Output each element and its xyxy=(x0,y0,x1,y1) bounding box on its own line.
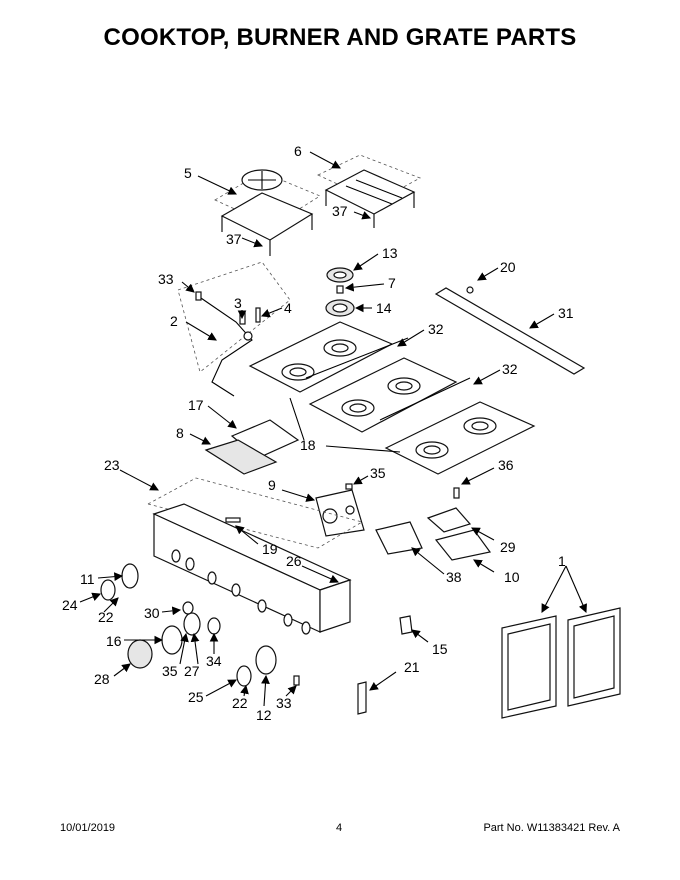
callout-labels: 5 6 37 37 13 7 14 33 2 3 4 20 31 32 32 1… xyxy=(62,143,574,723)
grate-right xyxy=(317,154,421,228)
callout-28: 28 xyxy=(94,671,110,687)
callout-26: 26 xyxy=(286,553,302,569)
callout-38: 38 xyxy=(446,569,462,585)
callout-32-top: 32 xyxy=(428,321,444,337)
control-panel xyxy=(146,477,364,635)
callout-34: 34 xyxy=(206,653,222,669)
clip-part xyxy=(399,615,413,635)
callout-17: 17 xyxy=(188,397,204,413)
knob-right xyxy=(236,645,300,687)
callout-3: 3 xyxy=(234,295,242,311)
callout-18: 18 xyxy=(300,437,316,453)
callout-16: 16 xyxy=(106,633,122,649)
callout-1: 1 xyxy=(558,553,566,569)
callout-9: 9 xyxy=(268,477,276,493)
footer-page-number: 4 xyxy=(336,822,343,834)
callout-21: 21 xyxy=(404,659,420,675)
callout-37-right: 37 xyxy=(332,203,348,219)
callout-4: 4 xyxy=(284,300,292,316)
pan-trim-strip-2 xyxy=(379,377,471,421)
callout-35-left: 35 xyxy=(162,663,178,679)
page-title: COOKTOP, BURNER AND GRATE PARTS xyxy=(103,24,577,51)
callout-23: 23 xyxy=(104,457,120,473)
cooktop-pan-middle xyxy=(308,357,458,433)
side-panels xyxy=(501,607,621,719)
callout-15: 15 xyxy=(432,641,448,657)
callout-19: 19 xyxy=(262,541,278,557)
callout-33-top: 33 xyxy=(158,271,174,287)
callout-30: 30 xyxy=(144,605,160,621)
callout-36: 36 xyxy=(498,457,514,473)
callout-22-right: 22 xyxy=(232,695,248,711)
bracket-parts xyxy=(345,483,492,561)
grate-left xyxy=(214,169,321,256)
callout-24: 24 xyxy=(62,597,78,613)
callout-7: 7 xyxy=(388,275,396,291)
callout-29: 29 xyxy=(500,539,516,555)
gas-valve xyxy=(315,489,365,537)
callout-10: 10 xyxy=(504,569,520,585)
callout-27: 27 xyxy=(184,663,200,679)
spark-module xyxy=(204,419,300,475)
callout-22-left: 22 xyxy=(98,609,114,625)
callout-5: 5 xyxy=(184,165,192,181)
cooktop-pan-right xyxy=(384,401,536,475)
callout-14: 14 xyxy=(376,300,392,316)
callout-25: 25 xyxy=(188,689,204,705)
callout-12: 12 xyxy=(256,707,272,723)
cooktop-pan-rear-left xyxy=(248,321,394,393)
rear-trim-rail xyxy=(434,286,586,375)
callout-37-left: 37 xyxy=(226,231,242,247)
knob-left xyxy=(100,563,139,601)
callout-33-bottom: 33 xyxy=(276,695,292,711)
callout-13: 13 xyxy=(382,245,398,261)
callout-31: 31 xyxy=(558,305,574,321)
callout-6: 6 xyxy=(294,143,302,159)
pan-trim-strip-1 xyxy=(305,337,409,379)
callout-35-right: 35 xyxy=(370,465,386,481)
callout-11: 11 xyxy=(80,571,95,587)
callout-20: 20 xyxy=(500,259,516,275)
callout-32-bottom: 32 xyxy=(502,361,518,377)
footer-date: 10/01/2019 xyxy=(60,822,116,834)
leader-lines xyxy=(79,151,587,707)
callout-8: 8 xyxy=(176,425,184,441)
burner-cap xyxy=(325,267,355,317)
callout-2: 2 xyxy=(170,313,178,329)
bracket-small xyxy=(357,681,367,715)
footer-part-number: Part No. W11383421 Rev. A xyxy=(483,822,620,834)
knob-center xyxy=(127,601,221,669)
